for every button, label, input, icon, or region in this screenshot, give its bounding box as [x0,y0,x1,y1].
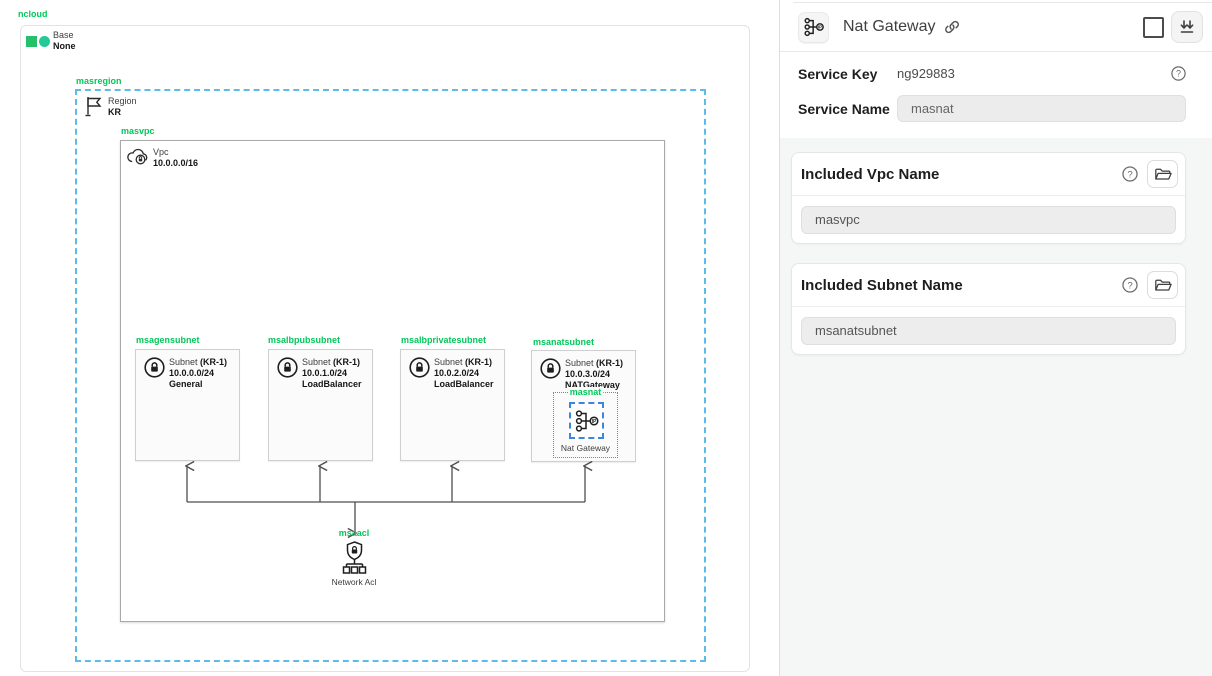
subnet-cidr: 10.0.1.0/24 [302,368,348,378]
subnet-name-label: msalbpubsubnet [268,335,341,345]
shield-tree-icon [322,540,386,575]
network-acl-node[interactable]: msaacl Network Acl [322,528,386,587]
nat-gateway-icon: IP [574,408,600,434]
subnet-name-label: msanatsubnet [533,337,595,347]
select-checkbox[interactable] [1143,16,1164,38]
help-icon[interactable]: ? [1122,166,1138,182]
lock-circle-icon [409,357,430,378]
subnet-usage: NATGateway [565,380,620,390]
subnet-title: Subnet [169,357,198,367]
subnet-cidr: 10.0.3.0/24 [565,369,611,379]
vpc-name-label: masvpc [121,126,155,136]
included-vpc-input[interactable]: masvpc [801,206,1176,234]
ncloud-label: ncloud [18,9,48,19]
subnet-cidr: 10.0.2.0/24 [434,368,480,378]
subnet-zone: (KR-1) [333,357,361,367]
collapse-all-button[interactable] [1171,11,1203,43]
subnet-zone: (KR-1) [465,357,493,367]
help-icon[interactable]: ? [1122,277,1138,293]
panel-fields: Service Key ng929883 ? Service Name masn… [798,60,1186,130]
service-name-label: Service Name [798,100,890,117]
base-circle-icon [39,36,50,47]
vpc-cidr: 10.0.0.0/16 [153,158,199,168]
nat-gateway-icon-button[interactable]: IP [798,11,829,43]
cloud-lock-icon [126,146,150,166]
folder-open-icon [1154,168,1172,180]
lock-circle-icon [144,357,165,378]
lock-circle-icon [540,358,561,379]
open-subnet-resource-button[interactable] [1147,271,1178,299]
included-subnet-title: Included Subnet Name [801,276,963,294]
svg-text:?: ? [1176,69,1181,79]
included-subnet-input[interactable]: msanatsubnet [801,317,1176,345]
region-name-label: masregion [76,76,122,86]
region-title: Region [108,96,137,106]
subnet-usage: LoadBalancer [434,379,494,389]
subnet-zone: (KR-1) [200,357,228,367]
region-value: KR [108,107,121,117]
subnet-name-label: msalbprivatesubnet [401,335,487,345]
link-icon[interactable] [944,19,960,35]
folder-open-icon [1154,279,1172,291]
acl-caption: Network Acl [331,577,377,587]
subnet-title: Subnet [434,357,463,367]
included-vpc-card: Included Vpc Name ? masvpc [791,152,1186,244]
vpc-title: Vpc [153,147,169,157]
svg-text:?: ? [1127,280,1132,291]
svg-text:IP: IP [817,25,821,30]
included-vpc-title: Included Vpc Name [801,165,940,183]
base-value: None [53,41,76,51]
nat-gateway-group[interactable]: masnat IP Nat Gateway [553,387,618,458]
subnet-usage: LoadBalancer [302,379,362,389]
service-name-input[interactable]: masnat [897,95,1186,122]
lock-circle-icon [277,357,298,378]
subnet-title: Subnet [302,357,331,367]
nat-gateway-node[interactable]: IP [569,402,604,439]
service-name-row: Service Name masnat [798,95,1186,122]
service-key-row: Service Key ng929883 ? [798,60,1186,87]
base-square-icon [26,36,37,47]
subnet-zone: (KR-1) [596,358,624,368]
help-icon[interactable]: ? [1171,66,1186,81]
included-subnet-card: Included Subnet Name ? msanatsubnet [791,263,1186,355]
subnet-cidr: 10.0.0.0/24 [169,368,215,378]
nat-name-label: masnat [567,387,604,397]
region-container[interactable] [75,89,706,662]
subnet-box-msalbprivatesubnet[interactable]: Subnet (KR-1) 10.0.2.0/24 LoadBalancer [400,349,505,461]
nat-gateway-caption: Nat Gateway [560,443,611,453]
diagram-canvas[interactable]: ncloud Base None masregion Region KR mas… [0,0,779,676]
acl-name-label: msaacl [338,528,370,538]
property-panel: IP Nat Gateway Service Key ng929883 ? [779,0,1212,676]
subnet-box-msalbpubsubnet[interactable]: Subnet (KR-1) 10.0.1.0/24 LoadBalancer [268,349,373,461]
panel-title: Nat Gateway [843,18,936,35]
service-key-value: ng929883 [897,66,955,81]
subnet-name-label: msagensubnet [136,335,200,345]
panel-header: IP Nat Gateway [780,3,1212,52]
acl-subnet-connectors [0,0,779,676]
svg-text:IP: IP [591,418,596,424]
subnet-title: Subnet [565,358,594,368]
subnet-usage: General [169,379,203,389]
flag-icon [84,95,103,117]
collapse-all-icon [1180,20,1194,33]
open-vpc-resource-button[interactable] [1147,160,1178,188]
nat-gateway-icon: IP [803,17,824,37]
base-title: Base [53,30,74,40]
svg-text:?: ? [1127,169,1132,180]
subnet-box-msanatsubnet[interactable]: Subnet (KR-1) 10.0.3.0/24 NATGateway [531,350,636,462]
subnet-box-msagensubnet[interactable]: Subnet (KR-1) 10.0.0.0/24 General [135,349,240,461]
service-key-label: Service Key [798,65,878,82]
panel-top-border [793,2,1212,3]
